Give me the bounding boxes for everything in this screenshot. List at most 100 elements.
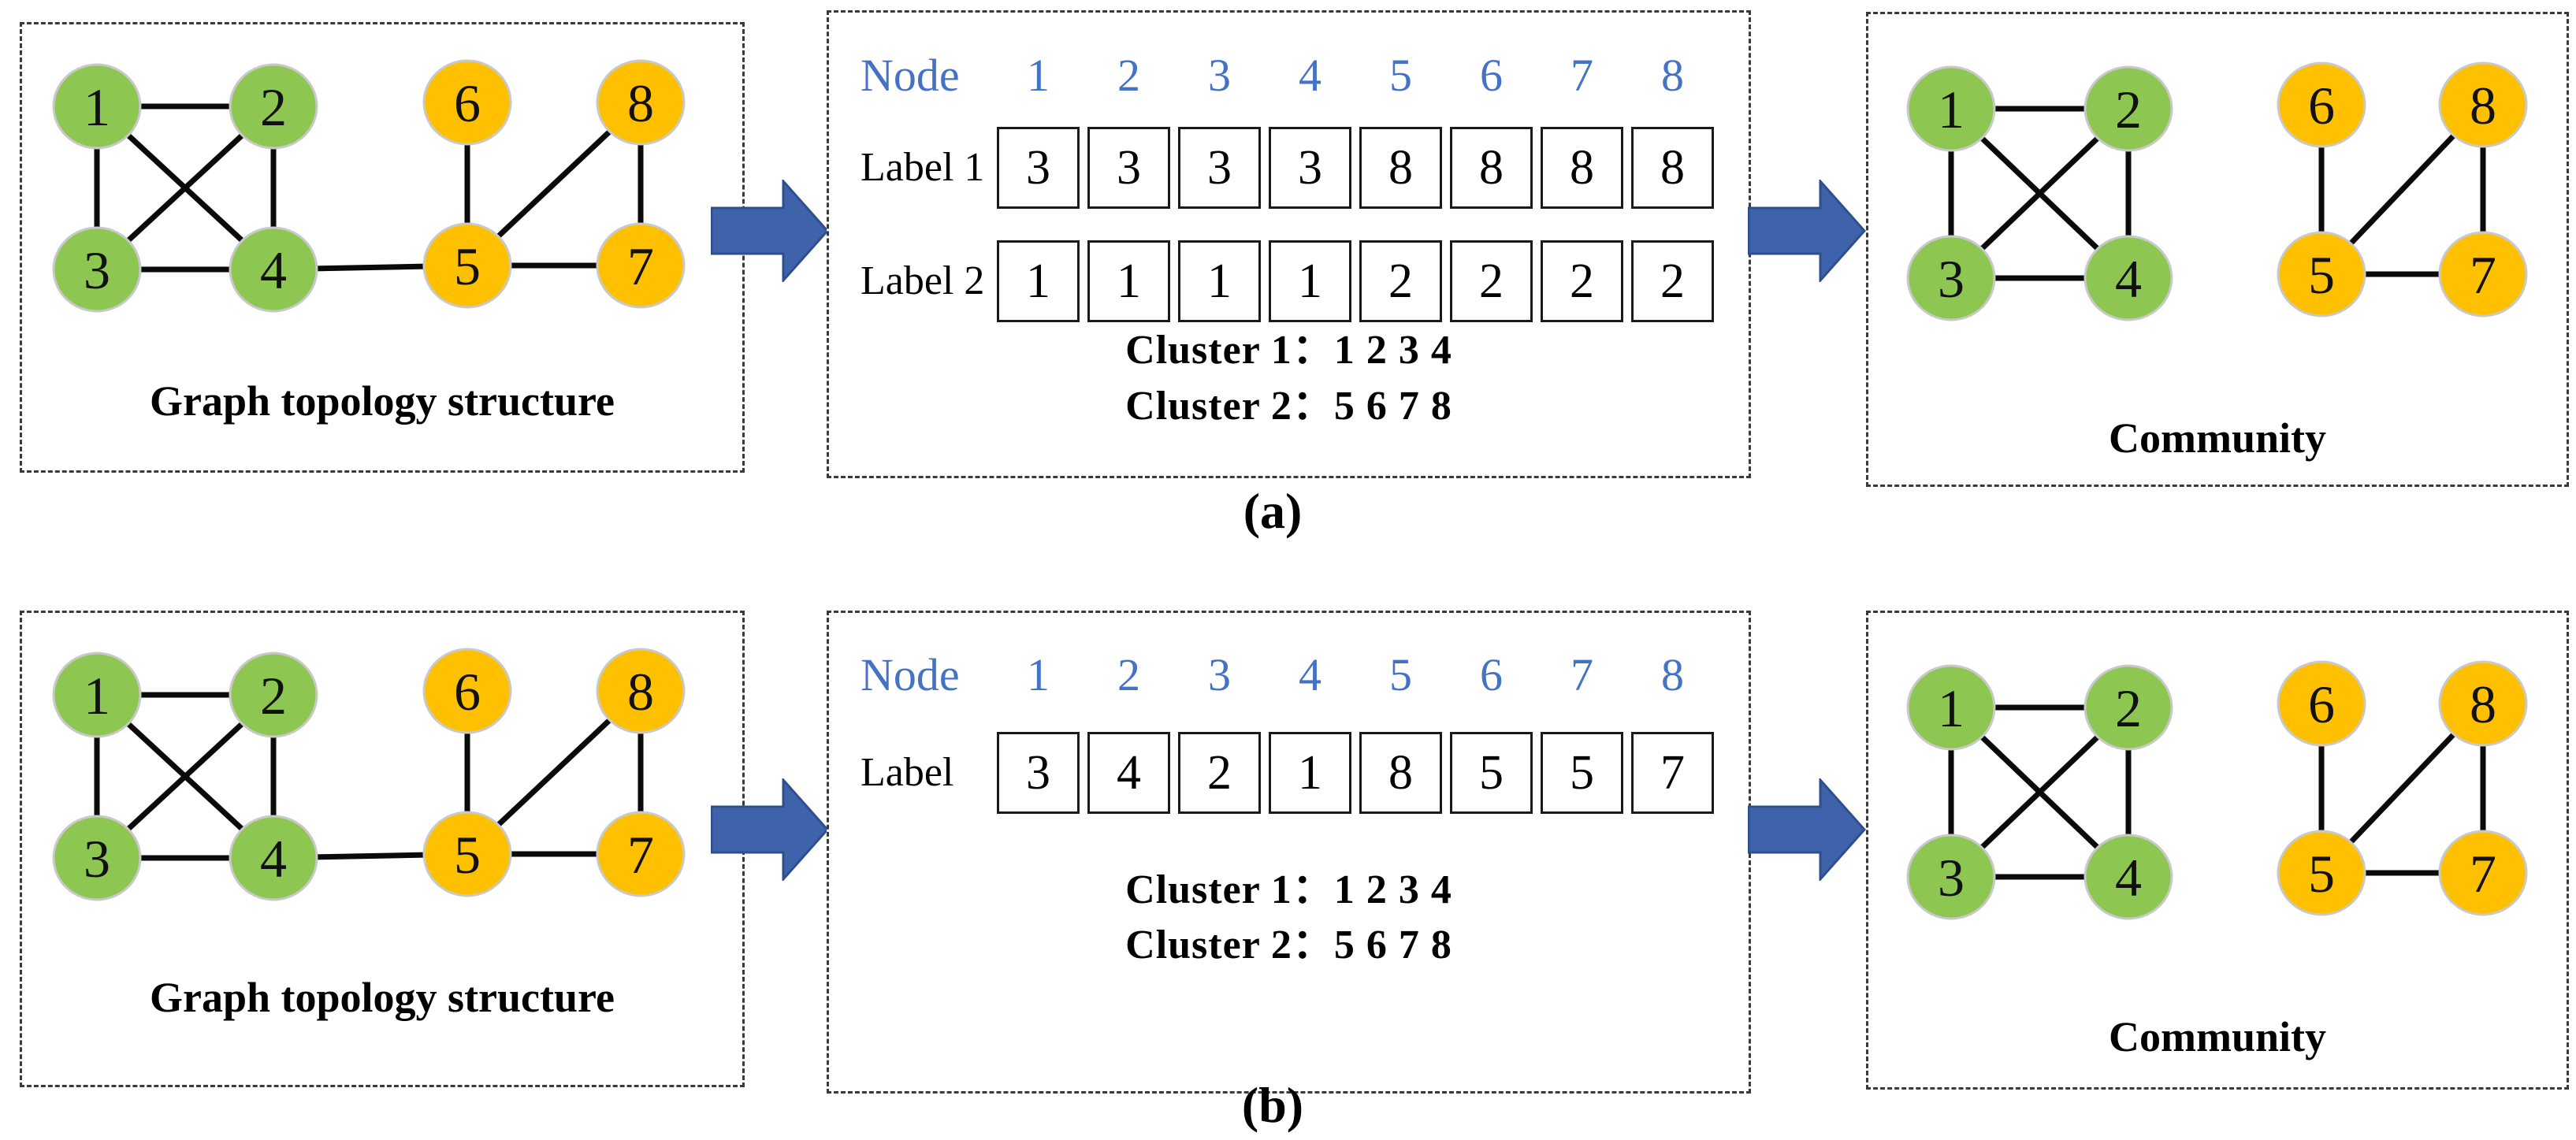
node-4: 4 (2083, 834, 2173, 920)
label-box: 3 (1178, 127, 1261, 209)
node-number: 1 (1027, 50, 1050, 101)
svg-text:1: 1 (1938, 678, 1965, 738)
svg-text:1: 1 (84, 666, 110, 726)
community-panel-a: 1 2 3 4 6 8 5 7 Community (1866, 12, 2569, 487)
node-number: 2 (1117, 50, 1140, 101)
community-title-b: Community (2108, 1013, 2326, 1060)
node-1: 1 (1906, 664, 1996, 751)
svg-text:1: 1 (1938, 80, 1965, 139)
svg-text:6: 6 (454, 73, 481, 133)
label-table-panel-b: Node 1 2 3 4 5 6 7 8 Label 3 4 2 1 8 5 5 (827, 611, 1751, 1094)
node-number: 6 (1480, 649, 1503, 700)
community-title-a: Community (2108, 414, 2326, 462)
node-6: 6 (2277, 61, 2366, 148)
node-number: 3 (1208, 649, 1231, 700)
node-6: 6 (422, 59, 512, 146)
svg-text:2: 2 (2115, 80, 2142, 139)
svg-text:7: 7 (627, 825, 654, 885)
node-4: 4 (2083, 235, 2173, 321)
label-box: 2 (1541, 240, 1623, 322)
topology-title-a: Graph topology structure (150, 377, 615, 425)
node-header-label: Node (861, 649, 960, 700)
svg-text:3: 3 (1938, 249, 1965, 309)
node-number: 2 (1117, 649, 1140, 700)
node-2: 2 (229, 652, 318, 738)
svg-text:6: 6 (2308, 76, 2335, 136)
node-number: 8 (1661, 50, 1684, 101)
label-box: 1 (1269, 732, 1351, 814)
node-7: 7 (2438, 231, 2528, 317)
node-header-row-a: Node 1 2 3 4 5 6 7 8 (829, 48, 1749, 103)
node-number: 5 (1389, 50, 1412, 101)
node-number: 3 (1208, 50, 1231, 101)
node-number-row: 1 2 3 4 5 6 7 8 (997, 48, 1714, 103)
node-number: 4 (1299, 50, 1321, 101)
svg-text:5: 5 (454, 825, 481, 885)
caption-b: (b) (1241, 1077, 1304, 1133)
label-box: 1 (1269, 240, 1351, 322)
label-box: 7 (1631, 732, 1714, 814)
node-header-row-b: Node 1 2 3 4 5 6 7 8 (829, 648, 1749, 703)
svg-text:2: 2 (260, 77, 287, 137)
cluster-1-line: Cluster 1：1 2 3 4 (1125, 328, 1452, 373)
label-box: 8 (1541, 127, 1623, 209)
label-box: 2 (1631, 240, 1714, 322)
svg-text:7: 7 (2470, 844, 2496, 904)
node-3: 3 (1906, 235, 1996, 321)
arrow-right-icon (711, 778, 829, 881)
svg-text:8: 8 (2470, 674, 2496, 734)
label-box: 3 (997, 732, 1080, 814)
label-boxes: 1 1 1 1 2 2 2 2 (997, 240, 1714, 322)
svg-text:2: 2 (260, 666, 287, 726)
svg-text:8: 8 (627, 662, 654, 722)
node-number: 5 (1389, 649, 1412, 700)
cluster-2-line: Cluster 2：5 6 7 8 (1125, 384, 1452, 429)
node-number: 7 (1571, 50, 1593, 101)
node-5: 5 (2277, 830, 2366, 916)
arrow-right-icon (711, 180, 829, 282)
node-8: 8 (596, 648, 686, 734)
node-2: 2 (2083, 65, 2173, 152)
node-3: 3 (1906, 834, 1996, 920)
label-box: 3 (1087, 127, 1170, 209)
node-7: 7 (596, 222, 686, 309)
node-8: 8 (596, 59, 686, 146)
svg-text:7: 7 (627, 236, 654, 296)
label-box: 5 (1541, 732, 1623, 814)
arrow-right-icon (1748, 778, 1866, 881)
svg-text:5: 5 (454, 236, 481, 296)
svg-text:5: 5 (2308, 245, 2335, 305)
label-box: 3 (997, 127, 1080, 209)
label-box: 2 (1359, 240, 1442, 322)
topology-panel-a: 1 2 3 4 6 8 5 7 Graph topology structure (20, 22, 745, 473)
label-box: 8 (1631, 127, 1714, 209)
node-8: 8 (2438, 61, 2528, 148)
node-2: 2 (2083, 664, 2173, 751)
svg-text:6: 6 (2308, 674, 2335, 734)
label-box: 1 (1087, 240, 1170, 322)
node-5: 5 (422, 811, 512, 897)
svg-text:7: 7 (2470, 245, 2496, 305)
row-label: Label 1 (861, 145, 985, 190)
node-4: 4 (229, 226, 318, 313)
svg-text:2: 2 (2115, 678, 2142, 738)
cluster-1-line: Cluster 1：1 2 3 4 (1125, 867, 1452, 912)
node-header-label: Node (861, 50, 960, 101)
label-box: 1 (1178, 240, 1261, 322)
node-6: 6 (2277, 660, 2366, 747)
svg-text:4: 4 (260, 240, 287, 300)
node-5: 5 (2277, 231, 2366, 317)
label-table-panel-a: Node 1 2 3 4 5 6 7 8 Label 1 3 3 3 3 8 8… (827, 10, 1751, 478)
topology-panel-b: 1 2 3 4 6 8 5 7 Graph topology structure (20, 611, 745, 1087)
node-1: 1 (52, 652, 142, 738)
node-2: 2 (229, 63, 318, 150)
caption-a: (a) (1243, 483, 1303, 539)
label-box: 1 (997, 240, 1080, 322)
arrow-right-icon (1748, 180, 1866, 282)
label-box: 8 (1359, 127, 1442, 209)
node-1: 1 (52, 63, 142, 150)
label-box: 2 (1178, 732, 1261, 814)
label-box: 5 (1450, 732, 1533, 814)
node-8: 8 (2438, 660, 2528, 747)
